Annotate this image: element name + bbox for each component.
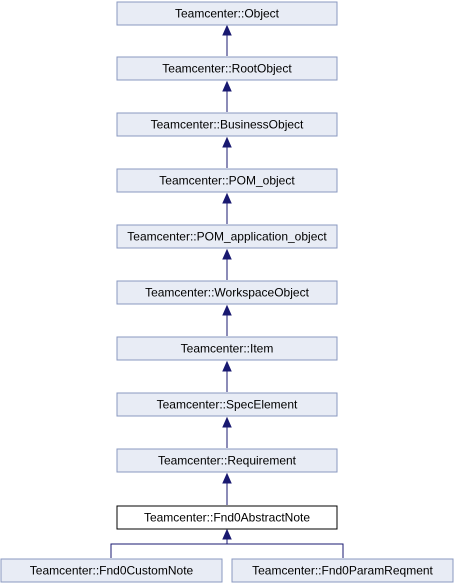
edge-fnd0abstractnote-to-requirement [222,472,232,505]
node-teamcenter-specelement[interactable]: Teamcenter::SpecElement [116,392,338,417]
node-teamcenter-fnd0customnote[interactable]: Teamcenter::Fnd0CustomNote [0,558,223,583]
node-teamcenter-fnd0paramreqment[interactable]: Teamcenter::Fnd0ParamReqment [231,558,454,583]
node-teamcenter-fnd0abstractnote-current: Teamcenter::Fnd0AbstractNote [116,505,338,530]
edge-pomobject-to-businessobject [222,136,232,168]
edge-workspaceobject-to-pomapplicationobject [222,248,232,280]
node-teamcenter-requirement[interactable]: Teamcenter::Requirement [116,448,338,473]
node-label: Teamcenter::RootObject [162,62,292,76]
node-label: Teamcenter::POM_object [159,174,295,188]
node-label: Teamcenter::SpecElement [157,398,298,412]
node-teamcenter-object[interactable]: Teamcenter::Object [116,1,338,26]
node-label: Teamcenter::Fnd0CustomNote [30,564,194,578]
edge-specelement-to-item [222,360,232,392]
node-teamcenter-item[interactable]: Teamcenter::Item [116,336,338,361]
node-label: Teamcenter::BusinessObject [151,118,304,132]
node-label: Teamcenter::Fnd0ParamReqment [252,564,433,578]
edge-businessobject-to-rootobject [222,80,232,112]
node-label: Teamcenter::Fnd0AbstractNote [144,511,310,525]
edge-children-to-fnd0abstractnote [110,528,344,558]
node-teamcenter-pom-application-object[interactable]: Teamcenter::POM_application_object [116,224,338,249]
node-label: Teamcenter::Object [175,7,280,21]
node-teamcenter-pom-object[interactable]: Teamcenter::POM_object [116,168,338,193]
node-teamcenter-businessobject[interactable]: Teamcenter::BusinessObject [116,112,338,137]
node-label: Teamcenter::WorkspaceObject [145,286,310,300]
edge-requirement-to-specelement [222,416,232,448]
node-label: Teamcenter::Requirement [158,454,297,468]
edge-rootobject-to-object [222,24,232,56]
edge-pomapplicationobject-to-pomobject [222,192,232,224]
inheritance-edges [110,24,344,558]
node-teamcenter-workspaceobject[interactable]: Teamcenter::WorkspaceObject [116,280,338,305]
node-teamcenter-rootobject[interactable]: Teamcenter::RootObject [116,56,338,81]
edge-item-to-workspaceobject [222,304,232,336]
node-label: Teamcenter::Item [181,342,274,356]
node-label: Teamcenter::POM_application_object [127,230,327,244]
